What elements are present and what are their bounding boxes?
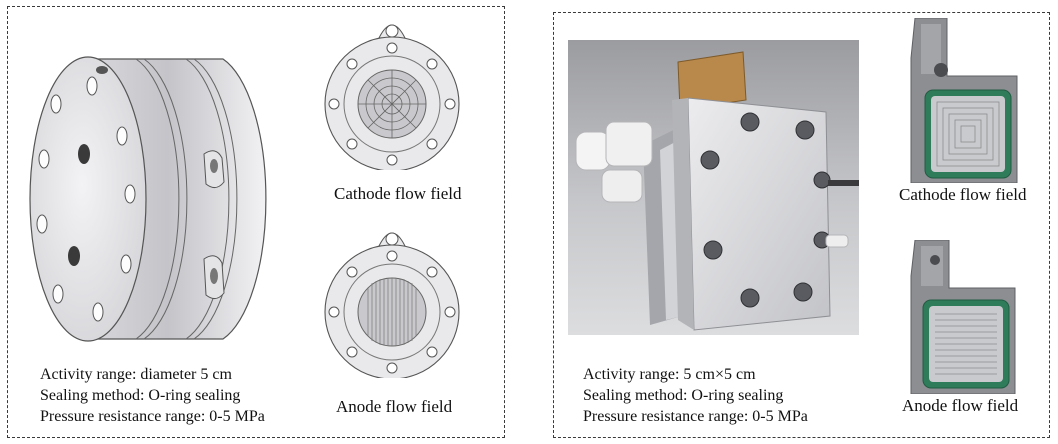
left-panel	[7, 6, 505, 438]
left-spec-pressure-range: Pressure resistance range: 0-5 MPa	[40, 408, 265, 425]
left-spec-sealing-method: Sealing method: O-ring sealing	[40, 387, 241, 404]
square-anode-flow-field	[910, 240, 1016, 394]
round-anode-flow-field	[324, 232, 460, 378]
square-cathode-flow-field	[910, 18, 1018, 183]
right-spec-sealing-method: Sealing method: O-ring sealing	[583, 387, 784, 404]
right-spec-pressure-range: Pressure resistance range: 0-5 MPa	[583, 408, 808, 425]
cylindrical-cell-drawing	[29, 56, 267, 342]
round-cathode-flow-field	[324, 24, 460, 170]
left-anode-caption: Anode flow field	[336, 397, 453, 416]
right-anode-caption: Anode flow field	[902, 396, 1019, 415]
right-spec-activity-range: Activity range: 5 cm×5 cm	[583, 366, 756, 383]
left-spec-activity-range: Activity range: diameter 5 cm	[40, 366, 232, 383]
square-cell-photo	[568, 40, 859, 335]
right-cathode-caption: Cathode flow field	[899, 185, 1027, 204]
left-cathode-caption: Cathode flow field	[334, 184, 462, 203]
right-panel	[553, 12, 1050, 438]
